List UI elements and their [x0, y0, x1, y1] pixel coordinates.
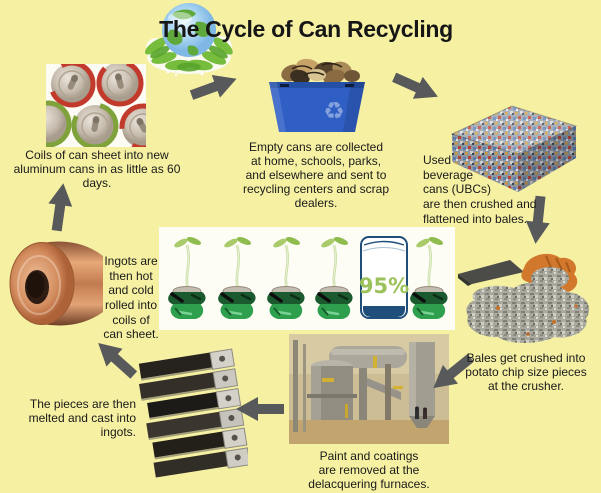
- caption-delacquering: Paint and coatings are removed at the de…: [308, 449, 430, 492]
- center-sprout-cans-image: 95%: [159, 227, 455, 330]
- furnace-plant-image: [289, 334, 449, 444]
- arrow-ingots-to-rolling-icon: [88, 332, 144, 386]
- caption-crusher: Bales get crushed into potato chip size …: [465, 351, 587, 394]
- arrow-collection-to-bales-icon: [388, 64, 444, 111]
- caption-rolling: Ingots are then hot and cold rolled into…: [103, 254, 159, 342]
- recycling-bin-image: ♻: [262, 57, 372, 137]
- caption-collection: Empty cans are collected at home, school…: [242, 140, 390, 211]
- caption-ingots: The pieces are then melted and cast into…: [28, 397, 136, 440]
- arrow-newcans-to-collection-icon: [186, 65, 241, 110]
- arrow-rolling-to-newcans-icon: [42, 181, 78, 233]
- ingots-image: [138, 348, 248, 483]
- arrow-delacquering-to-ingots-icon: [236, 394, 284, 424]
- earth-globe-leaves-icon: [144, 0, 234, 80]
- can-tops-image: [46, 64, 146, 147]
- coil-image: [6, 236, 114, 331]
- percent-can: 95%: [359, 236, 409, 319]
- page-title: The Cycle of Can Recycling: [159, 16, 453, 42]
- shredded-pieces-image: [458, 248, 598, 348]
- arrow-crusher-to-delacquering-icon: [424, 346, 480, 400]
- arrow-bales-to-crusher-icon: [521, 195, 556, 246]
- bale-image: [448, 96, 583, 196]
- caption-new-cans: Coils of can sheet into new aluminum can…: [13, 148, 181, 191]
- caption-bales: Used beverage cans (UBCs) are then crush…: [423, 153, 537, 226]
- percent-label: 95%: [359, 274, 409, 298]
- recycle-symbol-icon: ♻: [323, 98, 345, 125]
